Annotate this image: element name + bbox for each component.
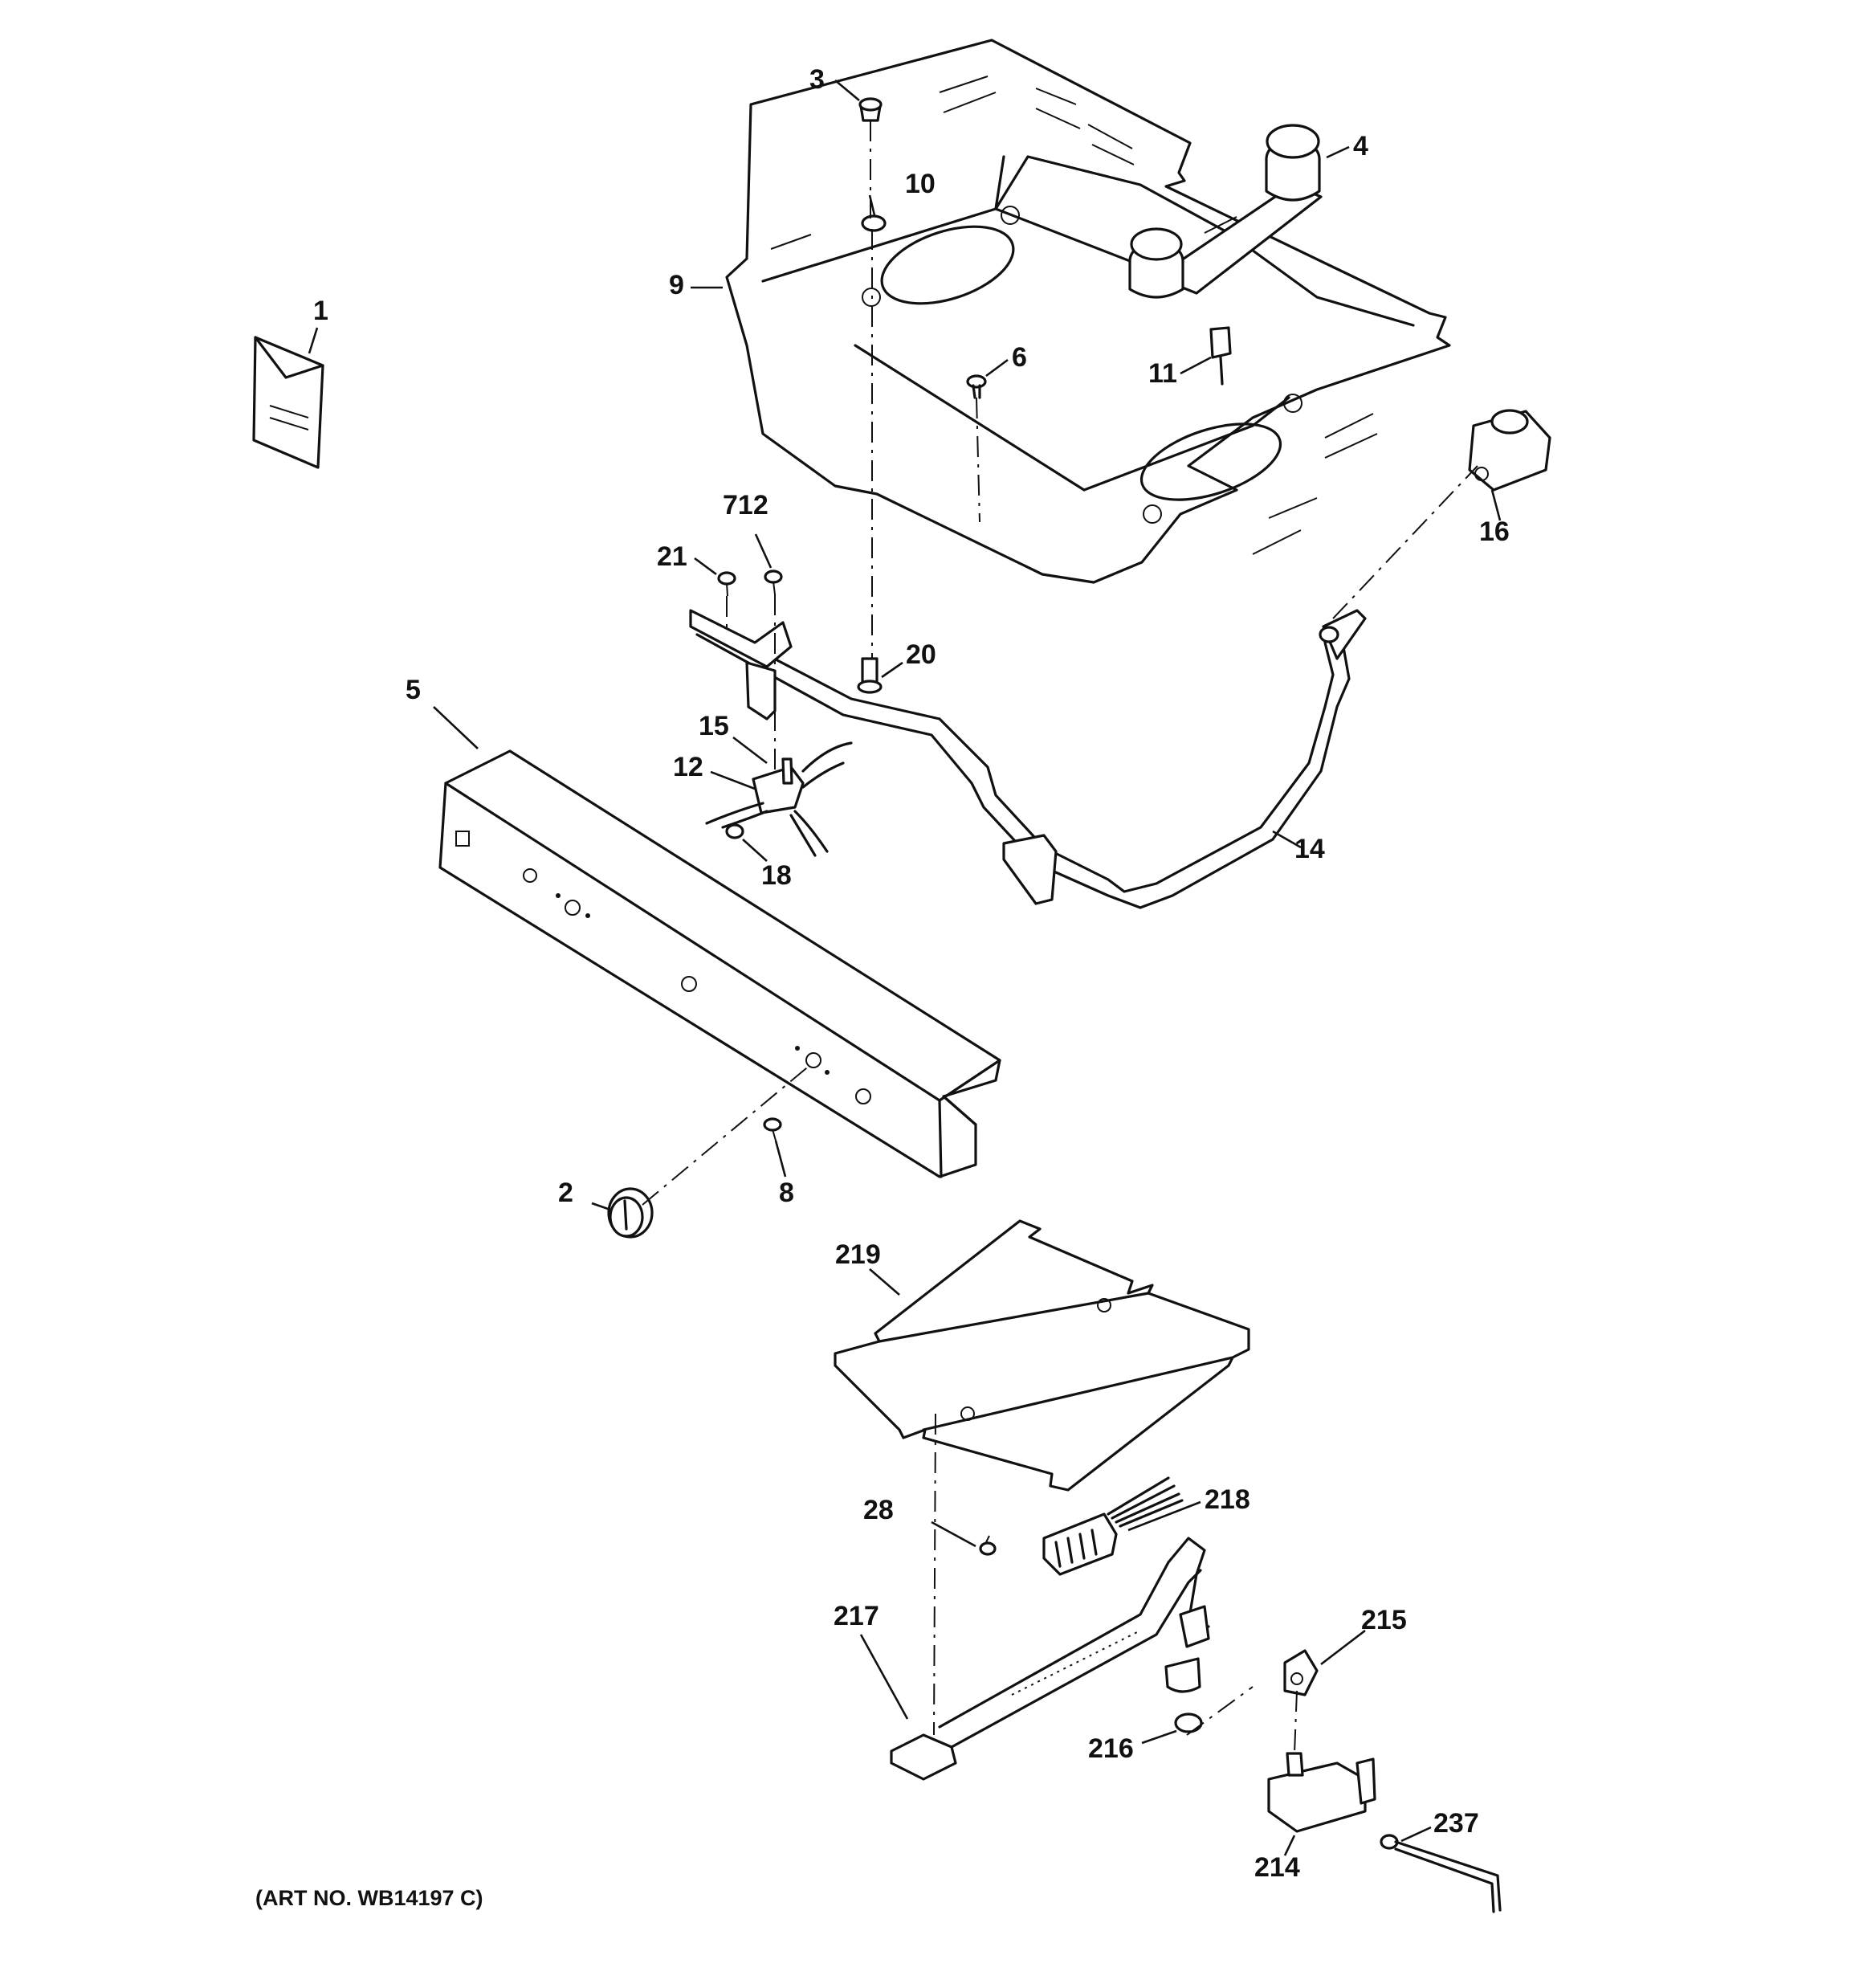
part-3-screw — [858, 97, 883, 122]
part-237-tube — [1380, 1834, 1502, 1913]
part-10-nut — [861, 214, 887, 232]
part-18-nut — [725, 823, 744, 839]
callout-5: 5 — [406, 675, 421, 705]
callout-18: 18 — [761, 860, 792, 891]
part-218-igniter — [1042, 1476, 1184, 1576]
callout-219: 219 — [835, 1239, 881, 1270]
part-11-clip — [1209, 326, 1232, 386]
callout-15: 15 — [699, 711, 729, 741]
callout-20: 20 — [906, 639, 936, 670]
callout-2: 2 — [558, 1178, 573, 1208]
part-4-burner-assembly — [1128, 124, 1323, 299]
callout-10: 10 — [905, 169, 936, 199]
part-712-screw — [764, 569, 783, 595]
callout-6: 6 — [1012, 342, 1027, 373]
part-14-manifold — [689, 609, 1367, 909]
callout-16: 16 — [1479, 516, 1510, 547]
callout-712: 712 — [723, 490, 768, 520]
part-6-screw — [966, 374, 987, 399]
callout-217: 217 — [834, 1601, 879, 1631]
callout-216: 216 — [1088, 1733, 1134, 1764]
part-8-screw — [763, 1117, 782, 1141]
callout-14: 14 — [1294, 834, 1325, 864]
part-219-shield — [834, 1219, 1250, 1492]
callout-215: 215 — [1361, 1605, 1407, 1635]
callout-4: 4 — [1353, 131, 1368, 161]
part-12-ignition-switch — [705, 741, 853, 857]
assembly-lines — [642, 120, 1478, 1754]
art-number: (ART NO. WB14197 C) — [255, 1886, 483, 1910]
callout-9: 9 — [669, 270, 684, 300]
part-9-burner-box — [725, 39, 1451, 584]
part-21-screw — [717, 571, 736, 597]
part-215-bracket — [1283, 1649, 1319, 1696]
callout-218: 218 — [1205, 1484, 1250, 1515]
part-217-bake-burner — [890, 1537, 1210, 1781]
part-2-knob — [607, 1187, 654, 1239]
part-5-manifold-panel — [438, 749, 1001, 1178]
part-20-orifice — [857, 657, 883, 694]
callout-28: 28 — [863, 1495, 894, 1525]
callout-12: 12 — [673, 752, 703, 782]
callout-8: 8 — [779, 1178, 794, 1208]
callout-3: 3 — [809, 64, 825, 95]
part-28-screw — [979, 1535, 997, 1556]
leader-lines — [308, 80, 1502, 1856]
part-216-orifice-hood — [1164, 1657, 1203, 1733]
part-16-regulator — [1468, 409, 1551, 492]
callout-237: 237 — [1433, 1808, 1479, 1839]
callout-21: 21 — [657, 541, 687, 572]
part-1-literature-envelope — [252, 336, 324, 469]
callout-1: 1 — [313, 296, 328, 326]
callout-214: 214 — [1254, 1852, 1300, 1883]
callout-11: 11 — [1148, 358, 1177, 389]
part-214-oven-valve — [1267, 1752, 1376, 1833]
